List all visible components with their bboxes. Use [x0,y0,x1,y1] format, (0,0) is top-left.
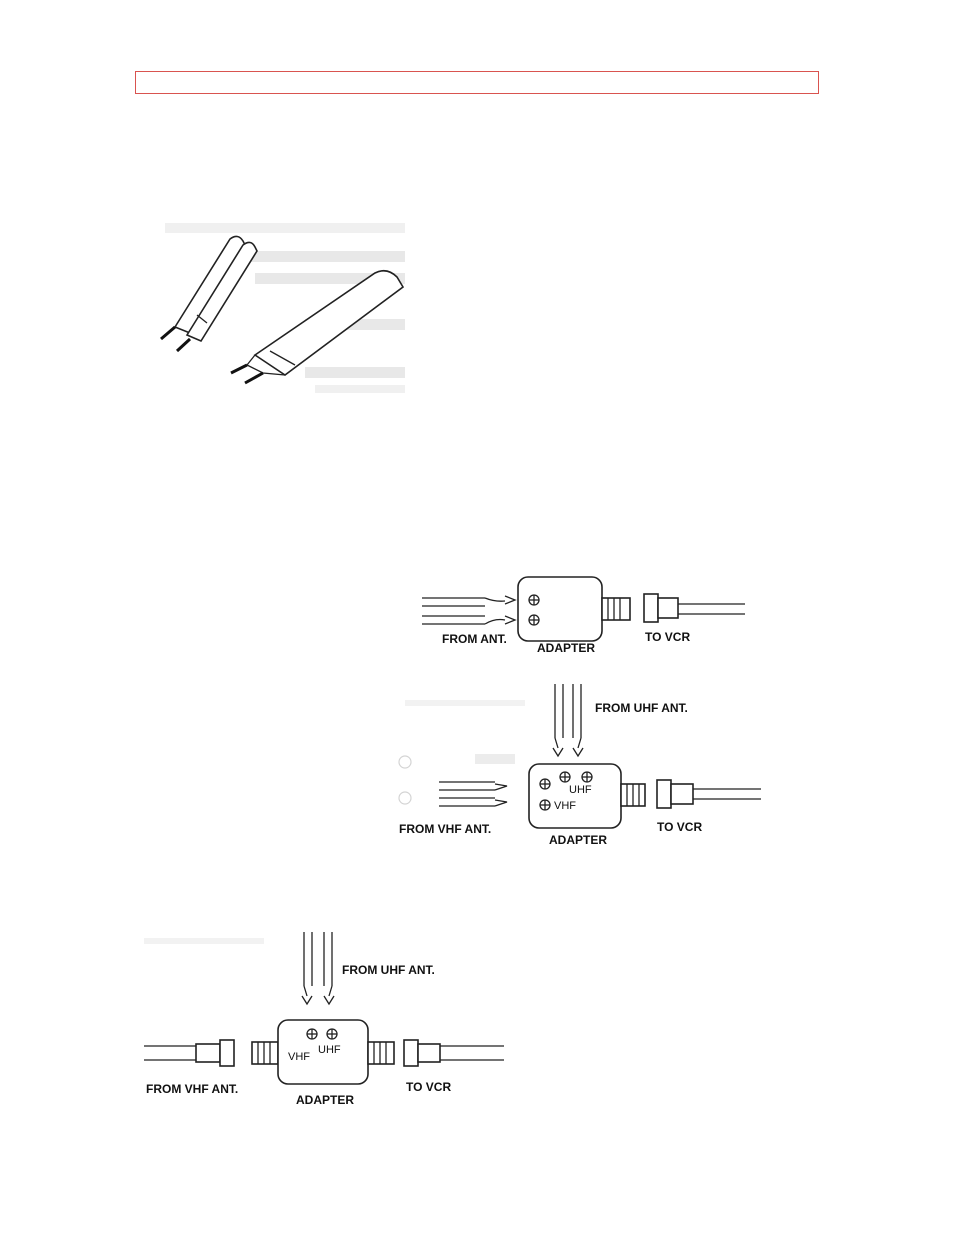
to-vcr-label: TO VCR [406,1080,451,1094]
uhf-twin-lead [301,932,335,1006]
adapter-diagram-uhf-vhf-coax: FROM UHF ANT. FROM VHF ANT. UHF VHF TO V… [144,932,504,1107]
f-connector [403,1039,504,1067]
screw-terminal-icon [306,1028,338,1040]
f-connector [656,779,761,809]
twin-lead-wire [422,597,506,625]
adapter-diagram-uhf-vhf-twin: FROM UHF ANT. FROM VHF ANT. UHF VHF TO V… [398,684,761,847]
adapter-label: ADAPTER [549,833,607,847]
adapter-plug-right [367,1041,395,1065]
adapter-box [528,763,622,829]
from-vhf-label: FROM VHF ANT. [399,822,491,836]
screw-terminal-icon [528,594,540,626]
adapter-plug [620,783,646,807]
to-vcr-label: TO VCR [657,820,702,834]
flat-twin-lead-cable [230,269,405,385]
f-connector [643,593,745,623]
from-uhf-label: FROM UHF ANT. [595,701,688,715]
adapter-box [517,576,603,642]
uhf-label: UHF [569,784,592,796]
uhf-label: UHF [318,1044,341,1056]
spade-lug [504,595,517,625]
adapter-plug-left [251,1041,279,1065]
adapter-plug [601,597,631,621]
vhf-label: VHF [554,800,576,812]
faded-background-text [165,223,405,393]
faded-background-marks [398,700,525,805]
from-uhf-label: FROM UHF ANT. [342,963,435,977]
cable-wires-illustration [160,223,405,393]
faded-background-marks [144,938,264,944]
from-ant-label: FROM ANT. [442,632,507,646]
round-twin-cable [160,235,258,353]
uhf-twin-lead [552,684,584,758]
from-vhf-label: FROM VHF ANT. [146,1082,238,1096]
adapter-label: ADAPTER [296,1093,354,1107]
adapter-label: ADAPTER [537,641,595,655]
vhf-coax-cable [144,1039,235,1067]
to-vcr-label: TO VCR [645,630,690,644]
vhf-label: VHF [288,1051,310,1063]
adapter-diagram-single: FROM ANT. ADAPTER TO VCR [422,576,745,655]
header-box [135,71,819,94]
vhf-twin-lead [439,781,508,807]
screw-terminal-icon [539,771,593,811]
